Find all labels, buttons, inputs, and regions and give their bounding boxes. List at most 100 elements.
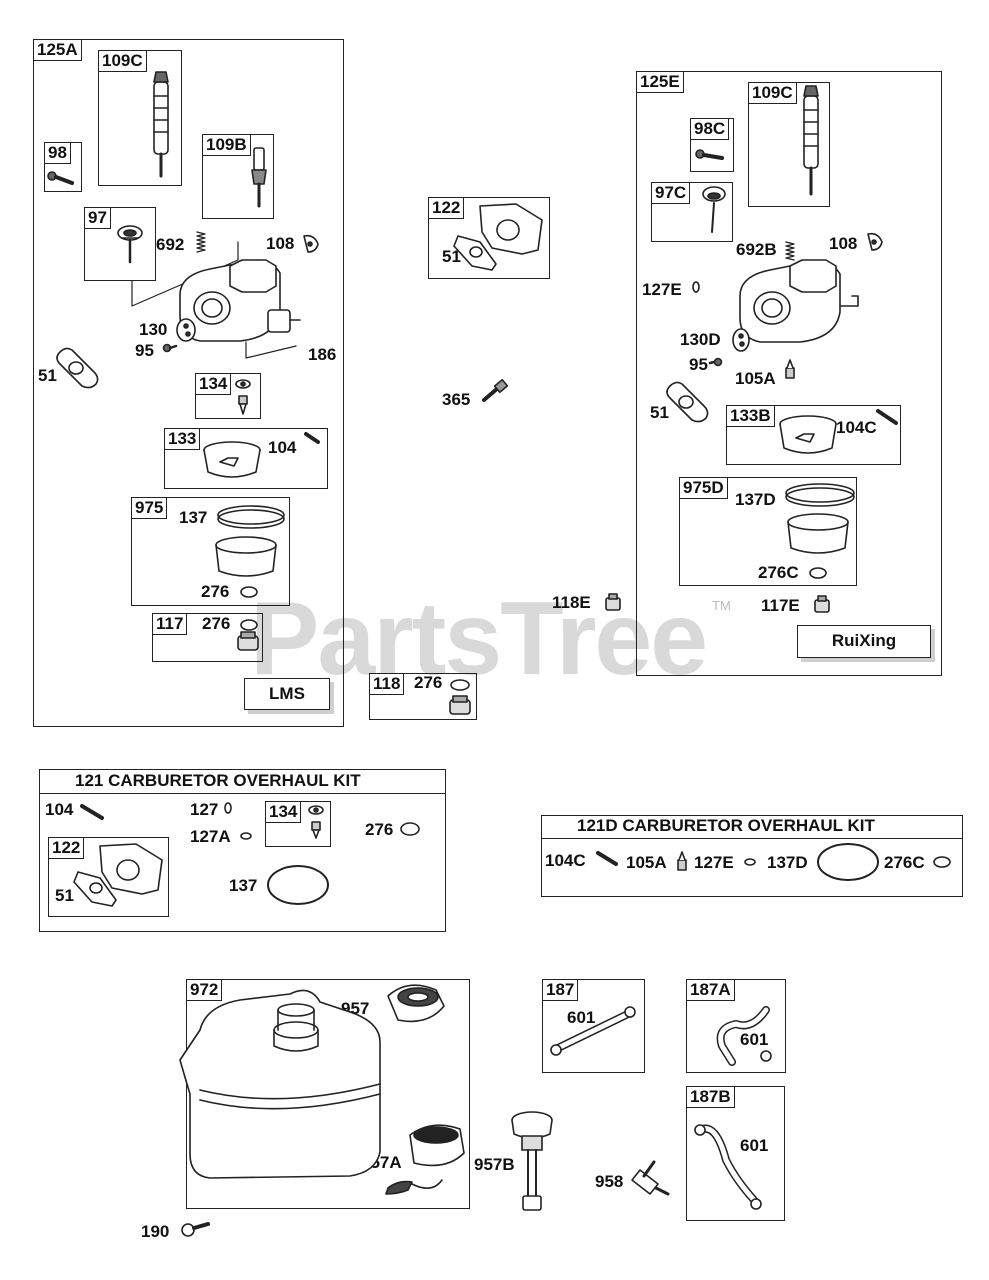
nut-117-icon[interactable] [237, 631, 259, 651]
spring-692-icon[interactable] [196, 231, 206, 253]
gasket-137d-kit-icon[interactable] [817, 843, 879, 881]
tag-98[interactable]: 98 [44, 142, 71, 164]
washer-276-icon[interactable] [240, 586, 258, 598]
gasket-51-kit-icon[interactable] [73, 871, 117, 907]
hose-187-icon[interactable] [550, 1006, 636, 1056]
screw-95-icon[interactable] [162, 343, 178, 353]
primer-109c-e-icon[interactable] [803, 85, 819, 196]
label-95: 95 [135, 341, 154, 360]
cap-957a-icon[interactable] [385, 1124, 465, 1195]
needle-134-kit-icon[interactable] [308, 805, 324, 839]
leader-186 [245, 341, 297, 359]
tag-125e[interactable]: 125E [636, 71, 684, 93]
label-601-187: 601 [567, 1008, 596, 1027]
gasket-137-icon[interactable] [217, 505, 285, 529]
hose-187b-icon[interactable] [694, 1124, 762, 1210]
label-105a-kit: 105A [626, 853, 667, 872]
bowl-975d-icon[interactable] [785, 483, 855, 554]
washer-276-118-icon[interactable] [450, 679, 470, 691]
tag-109c-e[interactable]: 109C [748, 82, 797, 104]
label-117e: 117E [761, 596, 800, 615]
label-276-118: 276 [414, 673, 443, 692]
float-97-icon[interactable] [117, 225, 143, 264]
carburetor-body-e-icon[interactable] [739, 259, 859, 343]
pin-104-kit-icon[interactable] [80, 804, 104, 820]
tag-187[interactable]: 187 [542, 979, 579, 1001]
spring-692b-icon[interactable] [785, 241, 795, 261]
tag-134[interactable]: 134 [195, 373, 232, 395]
cap-957-icon[interactable] [387, 984, 445, 1023]
clip-108-e-icon[interactable] [867, 232, 883, 251]
valve-958-icon[interactable] [631, 1160, 670, 1196]
hose-187a-icon[interactable] [716, 1006, 772, 1066]
oring-127a-kit-icon[interactable] [240, 832, 252, 840]
needle-134-icon[interactable] [235, 379, 251, 415]
tag-133[interactable]: 133 [164, 428, 201, 450]
tag-134-kit[interactable]: 134 [265, 801, 302, 823]
washer-276c-icon[interactable] [809, 567, 827, 579]
screw-98-icon[interactable] [47, 171, 74, 185]
tag-122[interactable]: 122 [428, 197, 465, 219]
gasket-137-kit-icon[interactable] [267, 865, 329, 905]
primer-109c-icon[interactable] [153, 71, 169, 178]
tag-98c[interactable]: 98C [690, 118, 730, 140]
spacer-122-kit-icon[interactable] [99, 843, 163, 895]
label-365: 365 [442, 390, 471, 409]
panel-187a [686, 979, 786, 1073]
tag-125a[interactable]: 125A [33, 39, 82, 61]
gasket-51-e-icon[interactable] [666, 381, 709, 423]
nut-117e-icon[interactable] [814, 595, 830, 613]
tag-187b[interactable]: 187B [686, 1086, 735, 1108]
gasket-51-icon[interactable] [56, 347, 99, 389]
oring-127e-icon[interactable] [692, 281, 700, 293]
tag-97[interactable]: 97 [84, 207, 111, 229]
tag-118[interactable]: 118 [369, 673, 405, 695]
label-108: 108 [266, 234, 295, 253]
needle-105a-kit-icon[interactable] [677, 851, 687, 871]
tag-972[interactable]: 972 [186, 979, 223, 1001]
tag-187a[interactable]: 187A [686, 979, 735, 1001]
screw-95-e-icon[interactable] [708, 357, 723, 367]
tag-975[interactable]: 975 [131, 497, 168, 519]
plate-130-icon[interactable] [176, 318, 196, 342]
washer-276-kit-icon[interactable] [400, 822, 420, 836]
tag-117[interactable]: 117 [152, 613, 188, 635]
oring-127e-kit-icon[interactable] [744, 858, 756, 866]
bowl-133b-icon[interactable] [779, 415, 837, 454]
box-117 [152, 613, 263, 662]
pin-104-icon[interactable] [304, 432, 320, 444]
cap-957b-icon[interactable] [511, 1111, 553, 1211]
tag-122-kit[interactable]: 122 [48, 837, 85, 859]
spacer-122-icon[interactable] [479, 203, 543, 255]
tag-133b[interactable]: 133B [726, 405, 775, 427]
pin-104c-kit-icon[interactable] [596, 851, 618, 866]
needle-105a-icon[interactable] [785, 359, 795, 379]
nut-118-icon[interactable] [449, 695, 471, 715]
kit-121d-title: 121D CARBURETOR OVERHAUL KIT [577, 816, 875, 835]
tag-97c[interactable]: 97C [651, 182, 691, 204]
bowl-133-icon[interactable] [203, 441, 261, 478]
stud-365-icon[interactable] [482, 378, 509, 402]
fitting-118e-icon[interactable] [605, 593, 621, 611]
kit-121-title-bar [39, 769, 446, 794]
label-692: 692 [156, 235, 185, 254]
tag-109b[interactable]: 109B [202, 134, 251, 156]
label-276c: 276C [758, 563, 799, 582]
oring-127-kit-icon[interactable] [224, 802, 232, 814]
gasket-51-122-icon[interactable] [453, 235, 497, 271]
primer-109b-icon[interactable] [251, 147, 267, 208]
bowl-975-icon[interactable] [215, 536, 277, 577]
screw-190-icon[interactable] [181, 1222, 210, 1237]
clip-108-icon[interactable] [303, 234, 319, 253]
plate-130d-icon[interactable] [732, 328, 750, 352]
screw-98c-icon[interactable] [695, 149, 724, 160]
washer-276c-kit-icon[interactable] [933, 856, 951, 868]
washer-276-117-icon[interactable] [240, 619, 258, 631]
float-97c-icon[interactable] [702, 186, 726, 233]
tag-109c[interactable]: 109C [98, 50, 147, 72]
tag-975d[interactable]: 975D [679, 477, 728, 499]
carburetor-body-icon[interactable] [179, 259, 301, 342]
fuel-tank-icon[interactable] [179, 989, 381, 1179]
box-975d [679, 477, 857, 586]
pin-104c-icon[interactable] [876, 409, 898, 425]
